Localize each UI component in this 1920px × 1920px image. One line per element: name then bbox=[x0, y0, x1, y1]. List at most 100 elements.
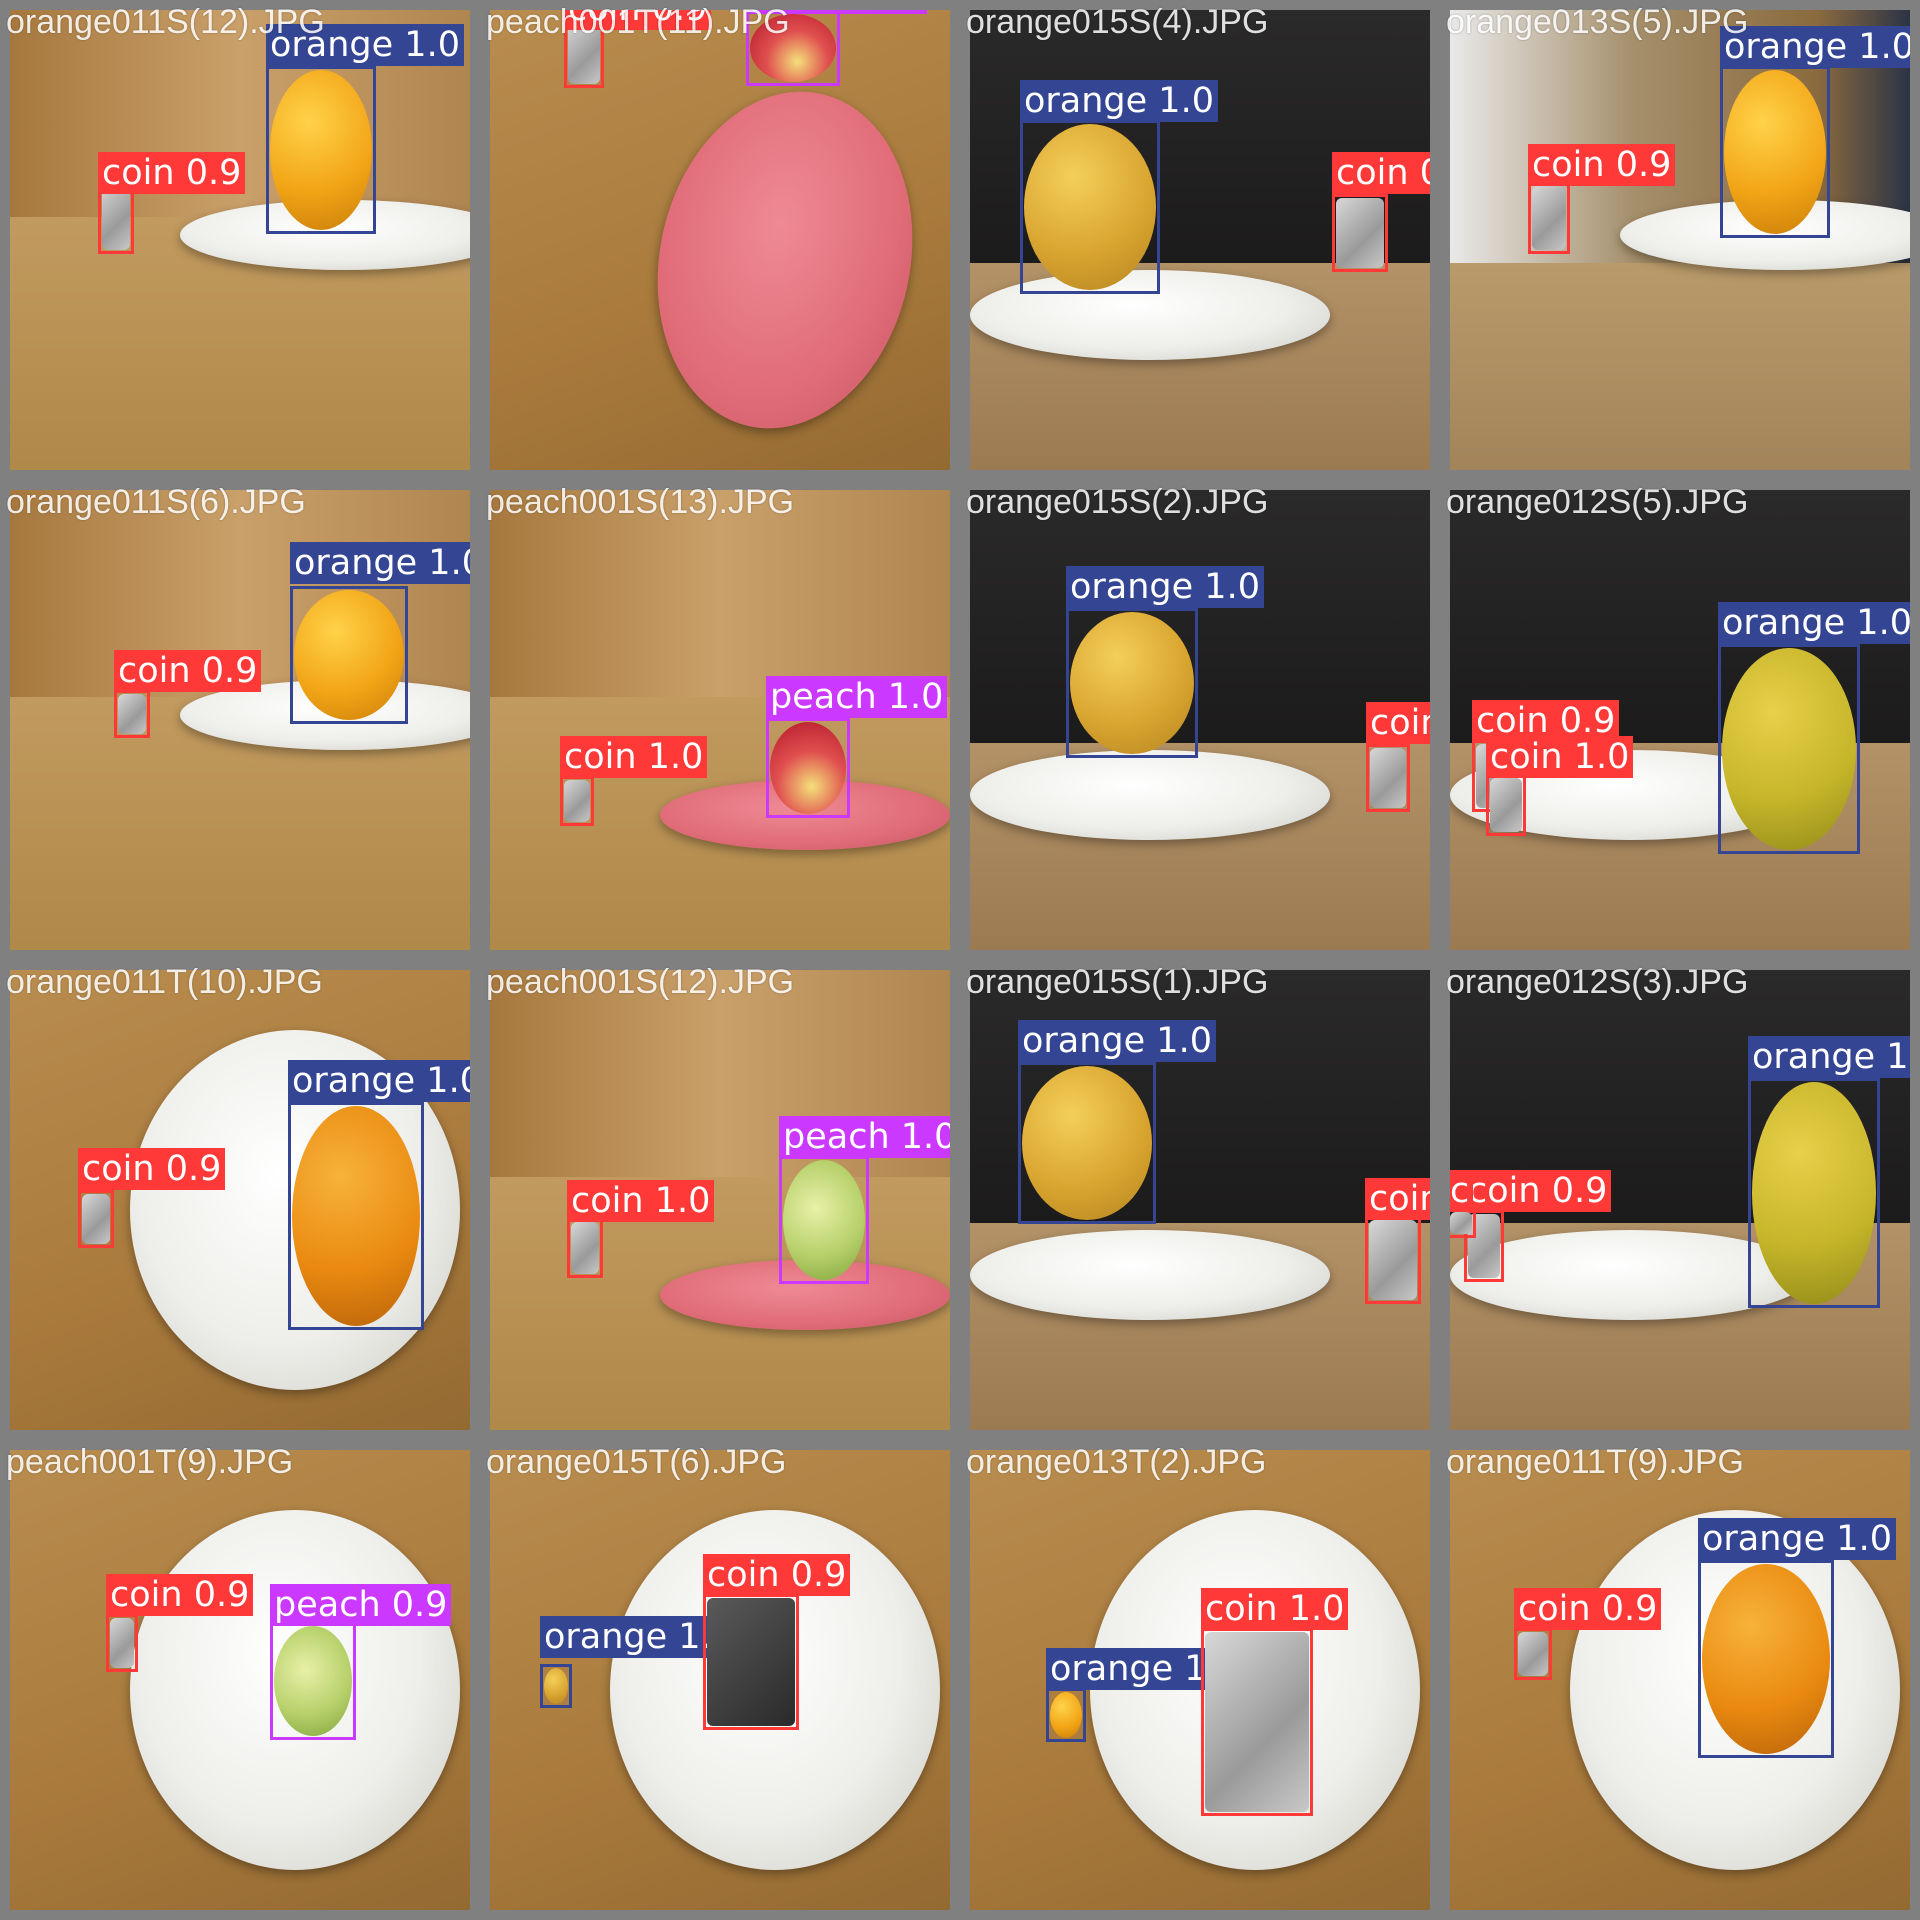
orange-bounding-box bbox=[1718, 644, 1860, 854]
coin-detection-label: c bbox=[1450, 1170, 1474, 1212]
orange-bounding-box bbox=[1698, 1560, 1834, 1758]
mosaic-tile: orange 1.0 coin 0.9 orange015S(2).JPG bbox=[960, 480, 1440, 960]
coin-object bbox=[1336, 198, 1384, 268]
tile-photo: peach 1.0 coin 1.0 bbox=[490, 490, 950, 950]
coin-bounding-box bbox=[560, 776, 594, 826]
orange-bounding-box bbox=[1018, 1062, 1156, 1224]
image-filename: orange012S(3).JPG bbox=[1446, 963, 1749, 1001]
plate bbox=[970, 270, 1330, 360]
tile-photo: coin 0.9 peach 1.0 bbox=[490, 10, 950, 470]
coin-detection-label: coin 1.0 bbox=[560, 736, 708, 778]
image-filename: orange015T(6).JPG bbox=[486, 1443, 787, 1481]
coin-detection-label: coin 0.9 bbox=[564, 10, 712, 30]
tile-photo: orange 1.0 coin 0.9 bbox=[10, 490, 470, 950]
orange-fruit bbox=[270, 70, 372, 230]
orange-detection-label: orange 1.0 bbox=[1698, 1518, 1896, 1560]
orange-detection-label: orange 1.0 bbox=[1748, 1036, 1910, 1078]
image-filename: orange013S(5).JPG bbox=[1446, 3, 1749, 41]
image-filename: orange011S(6).JPG bbox=[6, 483, 306, 521]
coin-object bbox=[1450, 1212, 1472, 1234]
tile-photo: coin 0.9 orange 1.0 bbox=[10, 10, 470, 470]
coin-detection-label: coin 0.9 bbox=[1366, 702, 1430, 744]
coin-detection-label: coin 0.9 bbox=[114, 650, 262, 692]
peach-detection-label: peach 1.0 bbox=[746, 10, 928, 14]
orange-fruit bbox=[1024, 124, 1156, 290]
coin-object bbox=[82, 1194, 110, 1244]
peach-fruit bbox=[750, 14, 836, 82]
orange-fruit bbox=[1722, 648, 1856, 850]
peach-bounding-box bbox=[270, 1622, 356, 1740]
orange-detection-label: orange 1.0 bbox=[266, 24, 464, 66]
coin-bounding-box bbox=[1365, 1216, 1421, 1304]
image-filename: orange015S(4).JPG bbox=[966, 3, 1269, 41]
coin-object bbox=[1370, 748, 1406, 808]
coin-detection-label: coin 0.9 bbox=[1332, 152, 1430, 194]
orange-bounding-box bbox=[288, 1102, 424, 1330]
mosaic-tile: orange 1.0 coin 0.9 orange011S(6).JPG bbox=[0, 480, 480, 960]
orange-bounding-box bbox=[1066, 608, 1198, 758]
coin-bounding-box bbox=[567, 1218, 603, 1278]
background-wall bbox=[970, 490, 1430, 743]
coin-bounding-box bbox=[703, 1594, 799, 1730]
image-filename: orange015S(2).JPG bbox=[966, 483, 1269, 521]
coin-detection-label: coin 1.0 bbox=[1486, 736, 1634, 778]
image-filename: orange011T(10).JPG bbox=[6, 963, 323, 1001]
image-filename: orange011T(9).JPG bbox=[1446, 1443, 1744, 1481]
coin-detection-label: coin 0.9 bbox=[98, 152, 246, 194]
plate bbox=[970, 1230, 1330, 1320]
coin-bounding-box bbox=[1486, 774, 1526, 836]
peach-detection-label: peach 0.9 bbox=[270, 1584, 452, 1626]
coin-bounding-box bbox=[114, 690, 150, 738]
orange-bounding-box bbox=[1046, 1688, 1086, 1742]
orange-fruit bbox=[1050, 1692, 1082, 1738]
coin-object bbox=[1369, 1220, 1417, 1300]
coin-detection-label: coin 0.9 bbox=[1472, 700, 1620, 742]
image-filename: peach001T(9).JPG bbox=[6, 1443, 294, 1481]
image-filename: orange011S(12).JPG bbox=[6, 3, 325, 41]
coin-object bbox=[110, 1618, 134, 1668]
peach-bounding-box bbox=[779, 1156, 869, 1284]
coin-bounding-box bbox=[1528, 182, 1570, 254]
coin-bounding-box bbox=[1366, 744, 1410, 812]
image-filename: peach001S(12).JPG bbox=[486, 963, 795, 1001]
orange-detection-label: orange 1.0 bbox=[290, 542, 470, 584]
orange-fruit bbox=[292, 1106, 420, 1326]
orange-detection-label: orange 1.0 bbox=[1018, 1020, 1216, 1062]
peach-detection-label: peach 1.0 bbox=[766, 676, 948, 718]
coin-bounding-box bbox=[1201, 1628, 1313, 1816]
orange-bounding-box bbox=[1720, 66, 1830, 238]
tile-photo: orange 1.0 coin 0.9 bbox=[970, 490, 1430, 950]
plate bbox=[970, 750, 1330, 840]
orange-bounding-box bbox=[290, 586, 408, 724]
coin-detection-label: coin 1.0 bbox=[1201, 1588, 1349, 1630]
orange-detection-label: orange 1.0 bbox=[1066, 566, 1264, 608]
image-filename: orange015S(1).JPG bbox=[966, 963, 1269, 1001]
orange-bounding-box bbox=[1748, 1078, 1880, 1308]
image-filename: orange012S(5).JPG bbox=[1446, 483, 1749, 521]
coin-bounding-box bbox=[1332, 194, 1388, 272]
orange-bounding-box bbox=[1020, 120, 1160, 294]
coin-detection-label: coin 0.9 bbox=[1528, 144, 1676, 186]
coin-object bbox=[564, 780, 590, 822]
orange-fruit bbox=[294, 590, 404, 720]
background-wall bbox=[490, 490, 950, 697]
